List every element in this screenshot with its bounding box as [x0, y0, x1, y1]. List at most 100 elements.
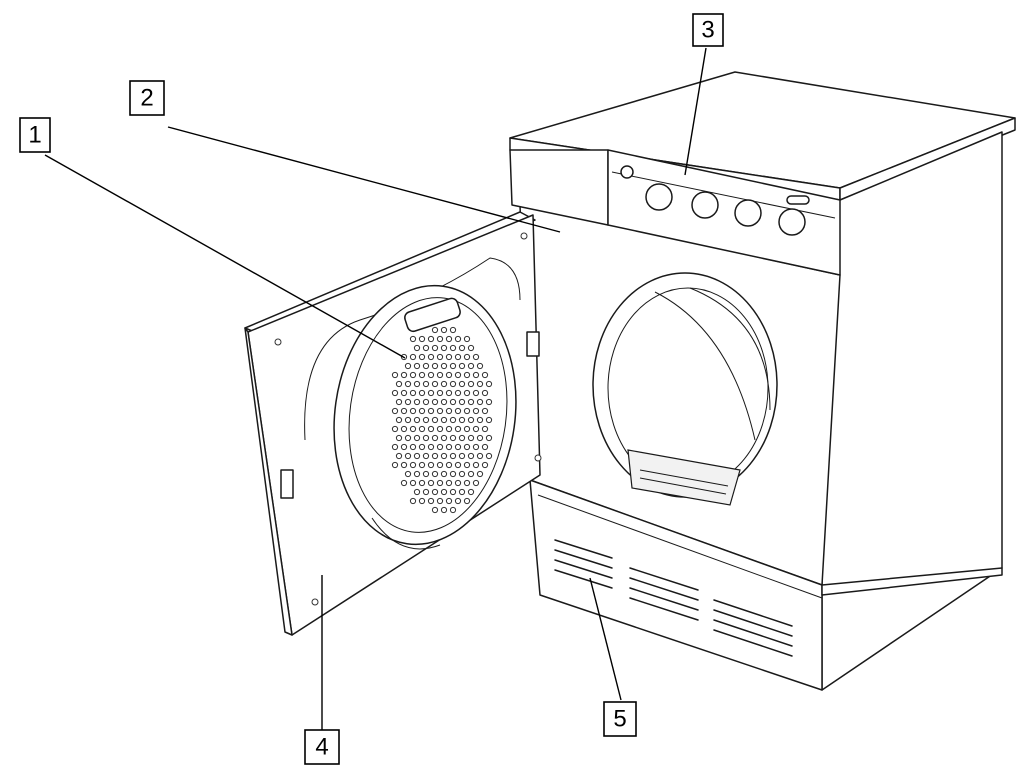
- dryer-door: [244, 211, 542, 636]
- mesh-hole: [463, 443, 471, 451]
- mesh-hole: [404, 398, 412, 406]
- mesh-hole: [454, 335, 462, 343]
- mesh-hole: [476, 398, 484, 406]
- mesh-hole: [458, 470, 466, 478]
- mesh-hole: [449, 380, 457, 388]
- mesh-hole: [422, 380, 430, 388]
- callout-label-2: 2: [140, 85, 153, 112]
- mesh-hole: [458, 380, 466, 388]
- door-hinge-upper: [526, 331, 540, 357]
- mesh-hole: [454, 461, 462, 469]
- mesh-hole: [413, 398, 421, 406]
- mesh-hole: [481, 407, 489, 415]
- mesh-hole: [427, 335, 435, 343]
- callout-label-3: 3: [701, 17, 714, 44]
- cabinet-plinth: [529, 479, 823, 691]
- mesh-hole: [472, 461, 480, 469]
- mesh-hole: [481, 443, 489, 451]
- mesh-hole: [413, 434, 421, 442]
- mesh-hole: [400, 407, 408, 415]
- mesh-hole: [472, 353, 480, 361]
- mesh-hole: [485, 434, 493, 442]
- mesh-hole: [409, 353, 417, 361]
- mesh-hole: [413, 452, 421, 460]
- leader-line-2: [167, 126, 561, 233]
- mesh-hole: [476, 362, 484, 370]
- mesh-hole: [422, 434, 430, 442]
- mesh-hole: [458, 452, 466, 460]
- mesh-hole: [449, 416, 457, 424]
- mesh-hole: [431, 380, 439, 388]
- mesh-hole: [440, 452, 448, 460]
- mesh-hole: [422, 470, 430, 478]
- callout-1: 1: [19, 117, 51, 153]
- mesh-hole: [440, 506, 448, 514]
- mesh-hole: [409, 335, 417, 343]
- mesh-hole: [427, 389, 435, 397]
- mesh-hole: [445, 353, 453, 361]
- callout-4: 4: [304, 729, 340, 765]
- mesh-hole: [476, 380, 484, 388]
- mesh-hole: [481, 371, 489, 379]
- mesh-hole: [413, 344, 421, 352]
- mesh-hole: [467, 452, 475, 460]
- mesh-hole: [404, 362, 412, 370]
- mesh-hole: [418, 335, 426, 343]
- mesh-hole: [418, 461, 426, 469]
- mesh-hole: [436, 461, 444, 469]
- mesh-hole: [431, 452, 439, 460]
- leader-line-3: [684, 47, 707, 176]
- mesh-hole: [409, 407, 417, 415]
- program-knob-1: [645, 183, 673, 211]
- mesh-hole: [440, 416, 448, 424]
- mesh-hole: [440, 434, 448, 442]
- filter-handle: [404, 297, 461, 333]
- mesh-hole: [436, 425, 444, 433]
- mesh-hole: [463, 461, 471, 469]
- mesh-hole: [418, 425, 426, 433]
- mesh-hole: [413, 416, 421, 424]
- mesh-hole: [427, 461, 435, 469]
- mesh-hole: [422, 488, 430, 496]
- mesh-hole: [472, 443, 480, 451]
- mesh-hole: [454, 497, 462, 505]
- mesh-hole: [467, 488, 475, 496]
- mesh-hole: [449, 452, 457, 460]
- mesh-hole: [413, 488, 421, 496]
- door-filter-mesh: [391, 326, 493, 514]
- mesh-hole: [409, 443, 417, 451]
- start-button: [786, 195, 810, 205]
- mesh-hole: [400, 479, 408, 487]
- mesh-hole: [458, 398, 466, 406]
- mesh-hole: [422, 416, 430, 424]
- mesh-hole: [449, 506, 457, 514]
- mesh-hole: [427, 407, 435, 415]
- mesh-hole: [449, 488, 457, 496]
- mesh-hole: [476, 416, 484, 424]
- callout-3: 3: [692, 13, 724, 47]
- mesh-hole: [418, 371, 426, 379]
- mesh-hole: [476, 452, 484, 460]
- mesh-hole: [458, 362, 466, 370]
- mesh-hole: [418, 479, 426, 487]
- mesh-hole: [409, 479, 417, 487]
- program-knob-3: [734, 199, 762, 227]
- mesh-hole: [436, 335, 444, 343]
- mesh-hole: [391, 371, 399, 379]
- mesh-hole: [418, 443, 426, 451]
- mesh-hole: [404, 380, 412, 388]
- mesh-hole: [427, 353, 435, 361]
- mesh-hole: [404, 416, 412, 424]
- mesh-hole: [431, 506, 439, 514]
- mesh-hole: [458, 434, 466, 442]
- mesh-hole: [422, 398, 430, 406]
- mesh-hole: [454, 479, 462, 487]
- mesh-hole: [427, 371, 435, 379]
- mesh-hole: [431, 416, 439, 424]
- mesh-hole: [449, 344, 457, 352]
- mesh-hole: [391, 425, 399, 433]
- mesh-hole: [445, 461, 453, 469]
- mesh-hole: [467, 416, 475, 424]
- mesh-hole: [422, 362, 430, 370]
- program-knob-2: [691, 191, 719, 219]
